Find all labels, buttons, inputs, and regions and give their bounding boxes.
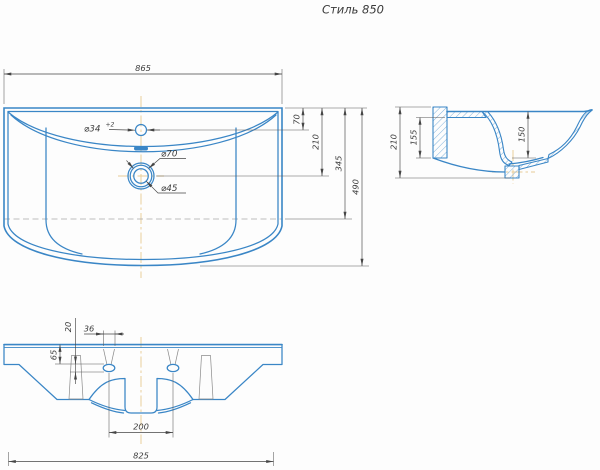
dim-overall-height: 210: [389, 134, 399, 150]
drain-recess: [127, 162, 155, 190]
side-section-view: 210 155 150: [389, 106, 593, 184]
bowl-wall-section: [481, 110, 513, 167]
dim-overall-width: 865: [135, 63, 151, 73]
slot-funnel-line: [103, 348, 108, 365]
dim-slot-offset: 65: [49, 350, 59, 361]
wing-lower-curve: [156, 398, 194, 412]
slot-funnel-line: [110, 348, 115, 365]
dim-hole-spacing: 200: [133, 422, 149, 432]
slot-funnel-line: [174, 348, 179, 365]
underside-left-outline: [3, 343, 90, 401]
bowl-right-wall-line: [199, 127, 237, 255]
wing-lower-curve: [90, 402, 125, 414]
basin-outer-outline: [3, 107, 283, 267]
drain-boss-outline: [88, 377, 194, 414]
wing-lower-curve: [88, 398, 126, 412]
mounting-slot-right: [166, 363, 180, 373]
drawing-title: Стиль 850: [322, 3, 384, 17]
front-view: 20 36 65 200 825: [3, 318, 283, 466]
leader-line: [145, 180, 186, 194]
faucet-hole: [134, 123, 148, 137]
leader-line: [108, 128, 136, 132]
bowl-floor-edge: [508, 156, 544, 165]
back-wall-section: [432, 106, 448, 159]
dim-faucet-offset: 70: [292, 114, 302, 125]
rib-left: [68, 355, 84, 400]
dim-bowl-depth: 150: [517, 127, 527, 143]
drain-boss-section: [504, 165, 520, 179]
underside-edge: [432, 157, 506, 173]
bowl-left-wall-line: [45, 127, 83, 255]
mounting-slot-left: [102, 363, 116, 373]
underside-right-outline: [192, 343, 283, 401]
leader-line: [126, 160, 134, 169]
rib-right: [198, 355, 214, 400]
bowl-slope-lower-curve: [10, 114, 277, 153]
bowl-slope-upper-curve: [7, 111, 279, 148]
drain-hole-inner: [133, 168, 149, 184]
leader-line: [148, 158, 186, 169]
label-faucet-dia: ⌀34: [84, 125, 101, 135]
dim-wall-height: 155: [409, 130, 419, 146]
front-shell-section: [547, 109, 593, 160]
dim-drain-offset: 210: [311, 134, 321, 150]
dim-slot-height: 20: [63, 322, 73, 333]
rim-top-edge: [446, 109, 593, 113]
label-faucet-tolerance: +2: [106, 122, 115, 129]
slot-funnel-line: [167, 348, 172, 365]
floor-slab-section: [518, 157, 549, 171]
basin-rim-inner-line: [7, 110, 279, 261]
deck-section: [446, 110, 487, 119]
dim-bowl-back-depth: 345: [334, 156, 344, 172]
overflow-slot: [134, 146, 148, 151]
top-view: 865 70 210 345 490 ⌀34 +2 ⌀70 ⌀45: [3, 63, 369, 278]
drain-hole-outer: [129, 164, 153, 188]
wing-lower-curve: [157, 402, 192, 414]
dim-slot-width: 36: [84, 324, 95, 334]
dim-bottom-width: 825: [133, 451, 149, 461]
dim-overall-depth: 490: [351, 179, 361, 195]
label-drain-hole-dia: ⌀45: [161, 184, 178, 194]
label-drain-dia: ⌀70: [161, 150, 178, 160]
